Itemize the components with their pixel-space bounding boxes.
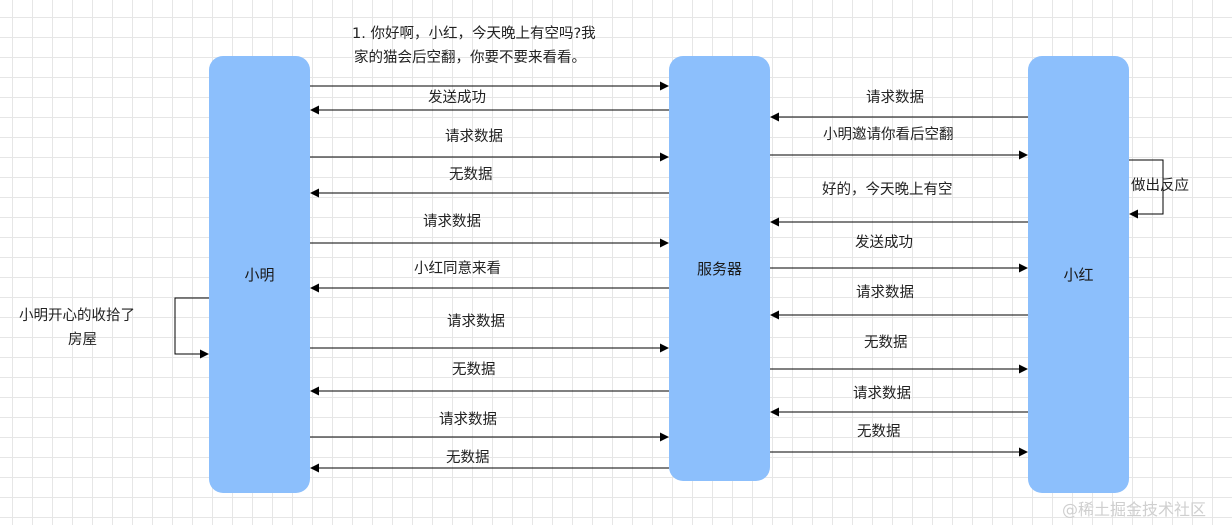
message-label: 好的，今天晚上有空	[822, 182, 953, 198]
message-label: 无数据	[449, 167, 493, 183]
self-loop-label: 小明开心的收拾了	[19, 308, 135, 324]
message-label: 请求数据	[853, 386, 911, 402]
message-label: 无数据	[857, 424, 901, 440]
message-label: 小明邀请你看后空翻	[823, 127, 954, 143]
message-label: 发送成功	[428, 90, 486, 106]
participant-xiaohong-label: 小红	[1063, 266, 1094, 284]
message-label: 小红同意来看	[414, 261, 501, 277]
participant-xiaoming-label: 小明	[244, 266, 275, 284]
self-loop-xiaohong	[1129, 159, 1164, 219]
message-label: 请求数据	[447, 314, 505, 330]
watermark: @稀土掘金技术社区	[1062, 500, 1207, 519]
self-loop-xiaoming	[174, 297, 209, 359]
message-label: 请求数据	[445, 129, 503, 145]
message-label: 无数据	[864, 335, 908, 351]
participant-server-label: 服务器	[696, 260, 742, 278]
message-label: 请求数据	[439, 412, 497, 428]
participant-xiaohong: 小红	[1028, 56, 1129, 493]
self-loop-label: 做出反应	[1131, 178, 1189, 194]
message-label: 发送成功	[855, 235, 913, 251]
participant-server: 服务器	[669, 56, 770, 481]
message-label: 请求数据	[423, 214, 481, 230]
message-label: 无数据	[452, 362, 496, 378]
self-loop-label: 房屋	[68, 332, 97, 348]
message-label: 家的猫会后空翻，你要不要来看看。	[354, 50, 586, 66]
message-label: 请求数据	[856, 285, 914, 301]
message-label: 请求数据	[866, 90, 924, 106]
message-label: 1. 你好啊，小红，今天晚上有空吗?我	[352, 26, 596, 42]
participant-xiaoming: 小明	[209, 56, 310, 493]
message-label: 无数据	[446, 450, 490, 466]
